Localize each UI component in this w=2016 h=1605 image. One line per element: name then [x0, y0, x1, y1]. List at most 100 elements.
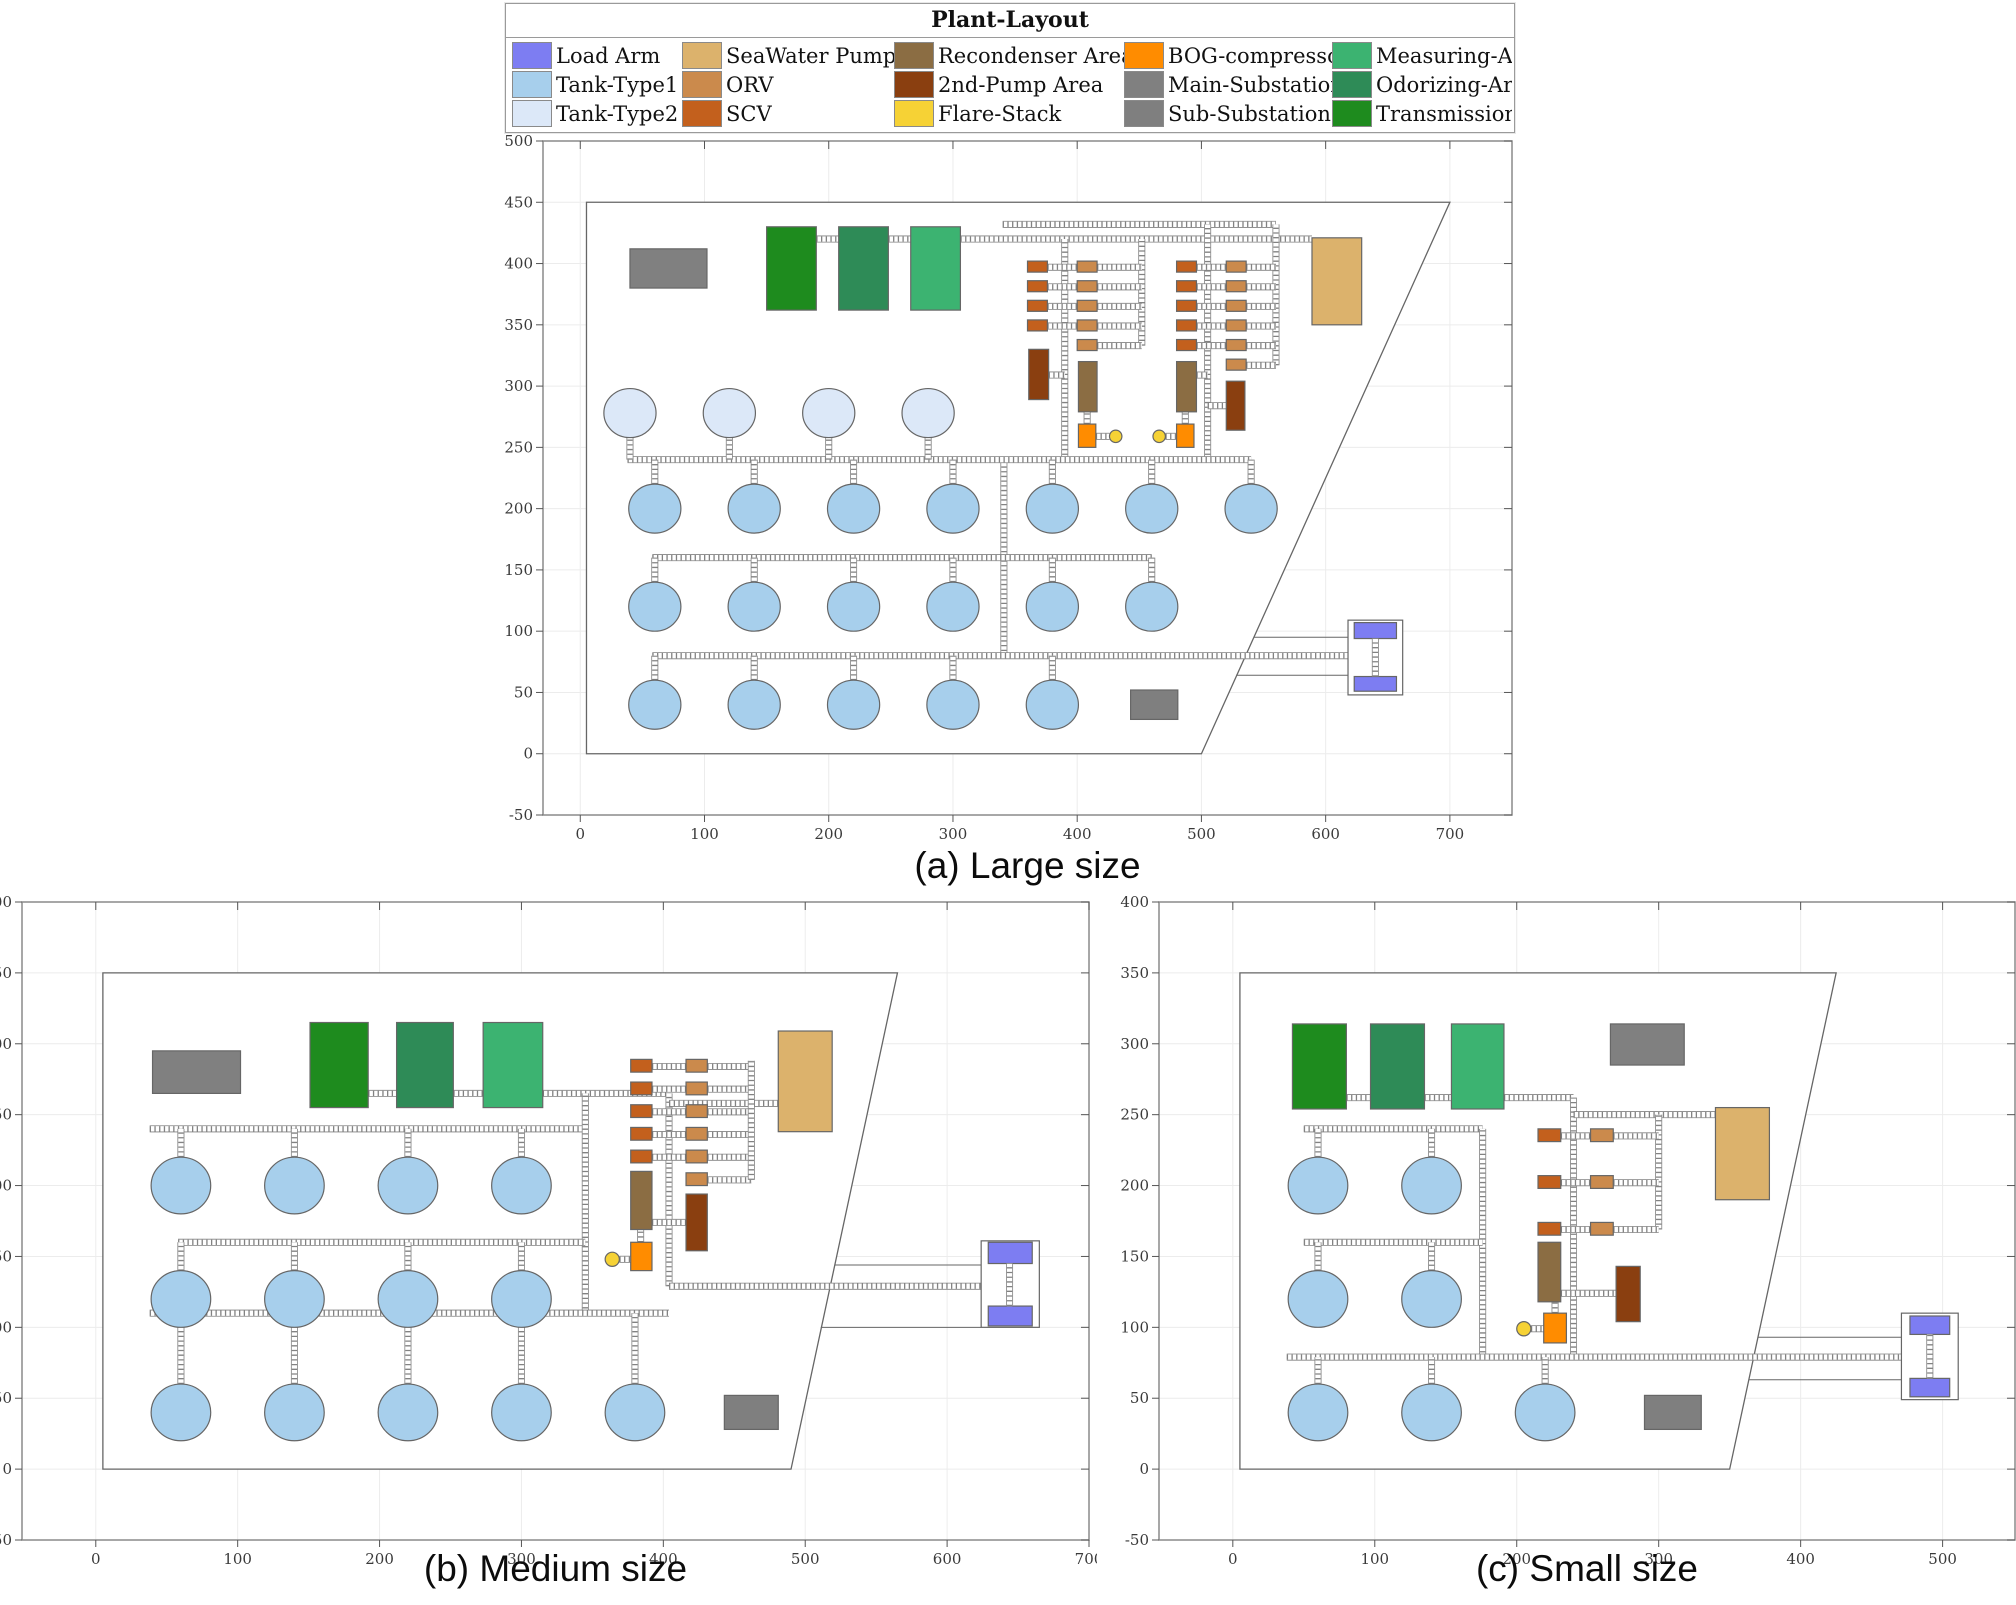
area-scv [630, 1081, 653, 1096]
legend-swatch-main_sub [1124, 71, 1164, 98]
y-tick-label: 150 [0, 1247, 12, 1265]
y-tick-label: 400 [0, 894, 12, 911]
x-tick-label: 200 [814, 825, 843, 843]
area-measuring [1450, 1023, 1505, 1110]
storage-tank-type1 [1287, 1156, 1349, 1215]
legend-item: Main-Substation [1124, 70, 1332, 99]
area-scv [1537, 1128, 1562, 1143]
area-orv [1076, 319, 1098, 332]
legend-item-label: 2nd-Pump Area [938, 72, 1104, 97]
legend-item: Recondenser Area [894, 41, 1124, 70]
area-transmission [1291, 1023, 1347, 1110]
legend-item-label: Tank-Type1 [556, 72, 679, 97]
storage-tank-type1 [377, 1156, 439, 1215]
y-tick-label: 250 [1120, 1106, 1149, 1124]
x-tick-label: 200 [1502, 1550, 1531, 1568]
x-tick-label: 100 [223, 1550, 252, 1568]
area-odorizing [1369, 1023, 1426, 1110]
area-orv [685, 1172, 708, 1187]
area-scv [1026, 319, 1048, 332]
axes-box [542, 140, 1513, 816]
area-load_arm [1353, 675, 1398, 692]
x-tick-label: 200 [365, 1550, 394, 1568]
area-scv [1537, 1175, 1562, 1189]
storage-tank-type1 [1025, 483, 1080, 534]
legend-swatch-scv [682, 100, 722, 127]
storage-tank-type1 [491, 1383, 552, 1442]
storage-tank-type1 [727, 679, 781, 730]
x-tick-label: 700 [1436, 825, 1465, 843]
legend-swatch-transmission [1332, 100, 1372, 127]
legend-swatch-tank2 [512, 100, 552, 127]
legend-swatch-sub_sub [1124, 100, 1164, 127]
area-scv [1537, 1221, 1562, 1236]
area-recondenser [1537, 1241, 1562, 1303]
y-tick-label: 400 [1120, 894, 1149, 911]
legend-item-label: Sub-Substation [1168, 101, 1331, 126]
area-bog [630, 1241, 653, 1272]
legend-item: Odorizing-Area [1332, 70, 1512, 99]
storage-tank-type1 [150, 1156, 212, 1215]
storage-tank-type1 [926, 679, 980, 730]
area-scv [1175, 319, 1198, 332]
storage-tank-type1 [150, 1270, 212, 1328]
legend-item: 2nd-Pump Area [894, 70, 1124, 99]
area-orv [1225, 319, 1247, 332]
x-tick-label: 500 [1187, 825, 1216, 843]
legend-item-label: Odorizing-Area [1376, 72, 1512, 97]
area-load_arm [987, 1241, 1033, 1265]
storage-tank-type1 [377, 1383, 439, 1442]
caption-small: (c) Small size [1475, 1548, 1699, 1589]
x-tick-label: 600 [1311, 825, 1340, 843]
storage-tank-type1 [826, 679, 881, 730]
y-tick-label: 50 [0, 1389, 12, 1407]
area-sub_sub [723, 1394, 779, 1431]
axes-box [21, 901, 1090, 1541]
flare-stack [1152, 429, 1166, 444]
caption-large: (a) Large size [914, 845, 1141, 886]
site-boundary [102, 972, 899, 1470]
area-recondenser [1077, 360, 1098, 413]
x-tick-label: 0 [91, 1550, 101, 1568]
storage-tank-type1 [1401, 1156, 1462, 1215]
area-odorizing [395, 1021, 454, 1109]
storage-tank-type1 [377, 1270, 439, 1328]
area-main_sub [1609, 1023, 1685, 1066]
legend-item-label: SeaWater Pump Area [726, 43, 894, 68]
storage-tank-type1 [926, 483, 980, 534]
area-main_sub [629, 248, 708, 289]
legend-item: SeaWater Pump Area [682, 41, 894, 70]
x-tick-label: 400 [649, 1550, 678, 1568]
area-scv [1026, 260, 1048, 273]
area-measuring [910, 226, 962, 311]
area-pump2 [1615, 1265, 1641, 1323]
legend-item-label: Measuring-Area [1376, 43, 1512, 68]
x-tick-label: 300 [939, 825, 968, 843]
legend-title: Plant-Layout [506, 4, 1514, 38]
area-pump2 [685, 1193, 708, 1252]
legend-item-label: SCV [726, 101, 772, 126]
area-bog [1175, 423, 1195, 448]
area-scv [630, 1126, 653, 1141]
y-tick-label: 50 [1130, 1389, 1149, 1407]
x-tick-label: 300 [1644, 1550, 1673, 1568]
area-orv [685, 1081, 708, 1096]
storage-tank-type1 [628, 581, 682, 632]
area-pump2 [1028, 348, 1050, 401]
area-orv [1076, 299, 1098, 312]
area-load_arm [1909, 1377, 1951, 1398]
x-tick-label: 700 [1075, 1550, 1097, 1568]
area-orv [1589, 1128, 1614, 1143]
legend-item-label: Load Arm [556, 43, 661, 68]
legend-item: Tank-Type2 [512, 99, 682, 128]
area-seawater [1311, 237, 1363, 326]
storage-tank-type1 [604, 1383, 666, 1442]
x-tick-label: 600 [933, 1550, 962, 1568]
x-tick-label: 0 [1228, 1550, 1238, 1568]
y-tick-label: 150 [504, 561, 533, 579]
legend-item-label: Tank-Type2 [556, 101, 679, 126]
area-scv [630, 1149, 653, 1164]
area-orv [1589, 1175, 1614, 1189]
